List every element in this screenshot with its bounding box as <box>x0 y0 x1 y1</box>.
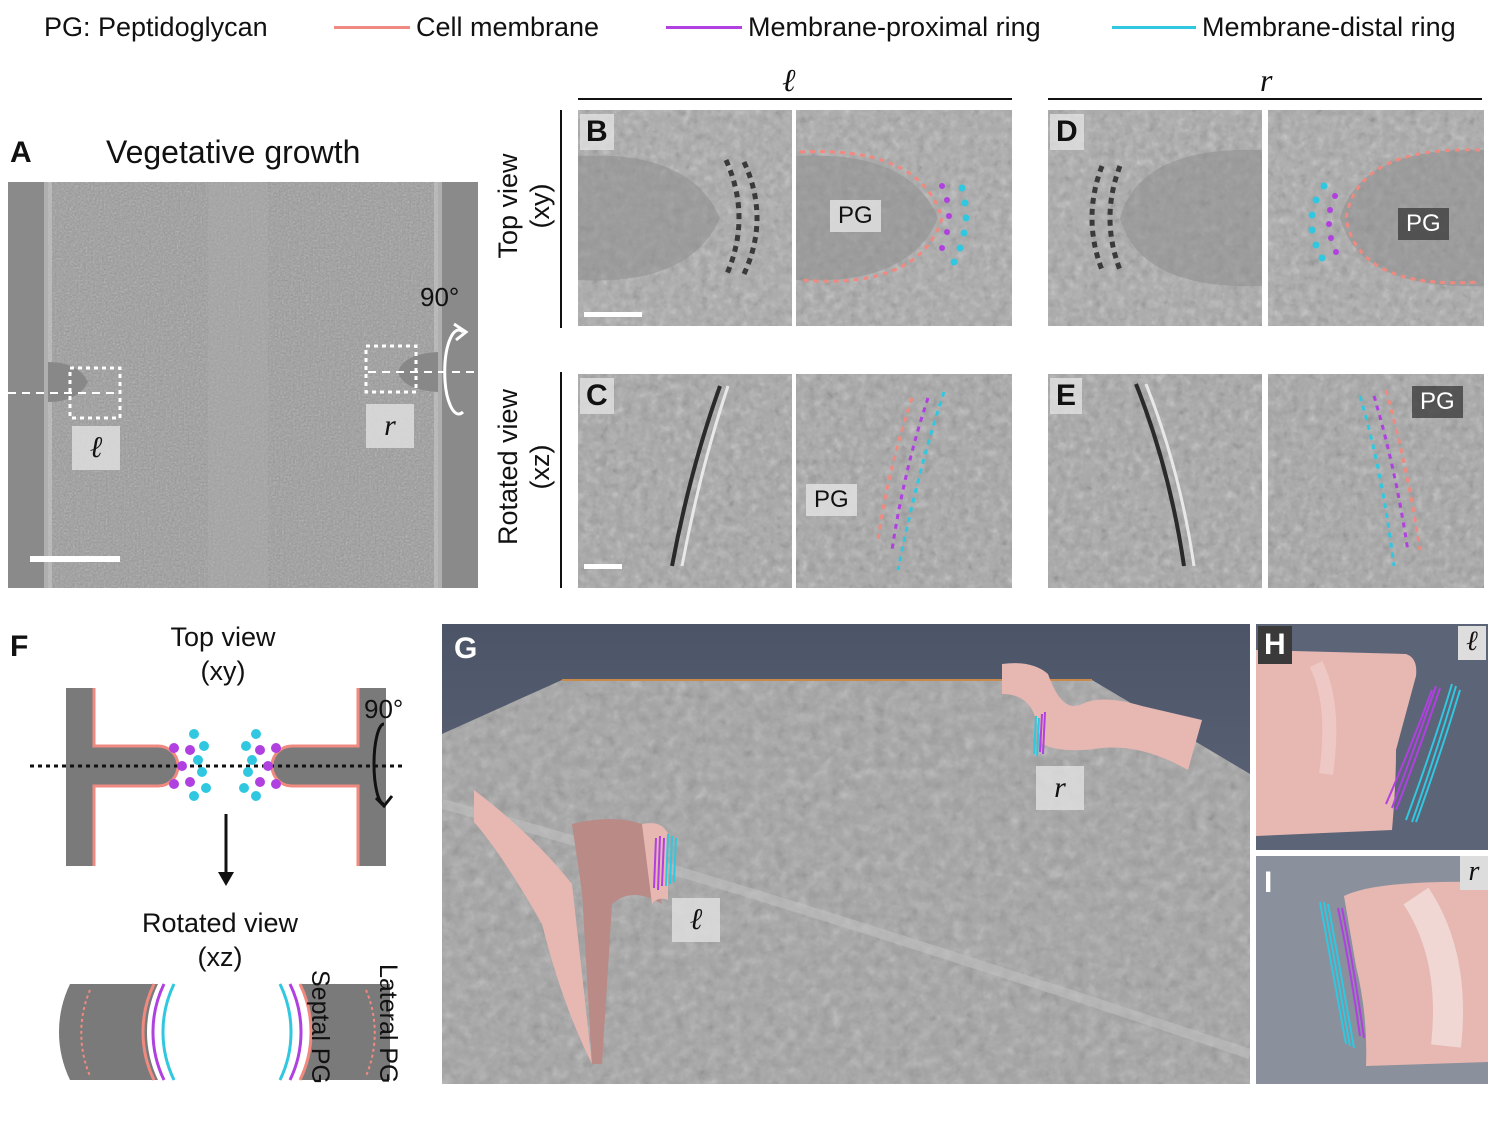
panel-f-top-title: Top view <box>170 622 276 652</box>
legend-swatch-distal <box>1112 26 1196 29</box>
panel-f-lateral: Lateral PG <box>374 964 402 1084</box>
legend-proximal-ring: Membrane-proximal ring <box>666 12 1041 43</box>
panel-d-letter: D <box>1050 114 1084 150</box>
legend-pg: PG: Peptidoglycan <box>44 12 268 43</box>
panel-f-rot-title: Rotated view <box>141 908 299 938</box>
panel-h-tag: ℓ <box>1458 626 1486 660</box>
panel-h-letter: H <box>1258 626 1292 664</box>
panel-g-left-label: ℓ <box>672 898 720 942</box>
legend-pg-label: PG: Peptidoglycan <box>44 12 268 42</box>
panel-g-right-label: r <box>1036 766 1084 810</box>
legend-cell-membrane: Cell membrane <box>334 12 599 43</box>
legend-label: Cell membrane <box>416 12 600 42</box>
panel-f-top-sub: (xy) <box>200 656 246 686</box>
panel-a-right-label: r <box>366 404 414 448</box>
panel-a-letter: A <box>10 136 32 169</box>
header-left-label: ℓ <box>782 62 796 98</box>
panel-i-render <box>1256 856 1488 1084</box>
legend-label: Membrane-distal ring <box>1202 12 1456 42</box>
panel-g-letter: G <box>454 632 478 665</box>
panel-e-letter: E <box>1050 378 1083 414</box>
panel-f-septal: Septal PG <box>306 970 334 1084</box>
panel-b-pg-label: PG <box>830 200 881 232</box>
legend-swatch-membrane <box>334 26 410 29</box>
panel-g-render <box>442 624 1250 1084</box>
panel-h-render <box>1256 624 1488 850</box>
panel-a-angle: 90° <box>420 282 460 312</box>
legend-distal-ring: Membrane-distal ring <box>1112 12 1456 43</box>
panel-f-rot-sub: (xz) <box>197 942 243 972</box>
panel-i-tag: r <box>1460 856 1488 890</box>
panel-a-micrograph <box>8 182 478 588</box>
panel-f-diagram <box>30 688 402 1081</box>
panel-a-title: Vegetative growth <box>106 134 361 170</box>
row-label-divider-bottom <box>560 372 562 588</box>
legend-label: Membrane-proximal ring <box>748 12 1041 42</box>
row-label-divider-top <box>560 110 562 328</box>
header-right-label: r <box>1260 62 1273 98</box>
panel-a-left-label: ℓ <box>72 426 120 470</box>
panel-b-letter: B <box>580 114 614 150</box>
panel-f-letter: F <box>10 630 29 663</box>
panel-b-annotated <box>796 110 1012 326</box>
micrographs-bcde <box>578 110 1484 588</box>
panel-c-annotated <box>796 374 1012 588</box>
panel-e-raw <box>1048 374 1262 588</box>
panel-d-pg-label: PG <box>1398 208 1449 240</box>
header-right-line <box>1048 98 1482 100</box>
legend-swatch-proximal <box>666 26 742 29</box>
header-left-line <box>578 98 1012 100</box>
panel-f-angle: 90° <box>364 694 404 724</box>
panel-d-annotated <box>1268 110 1484 326</box>
panel-c-letter: C <box>580 378 614 414</box>
panel-c-pg-label: PG <box>806 484 857 516</box>
panel-e-pg-label: PG <box>1412 386 1463 418</box>
panel-i-letter: I <box>1264 866 1273 899</box>
